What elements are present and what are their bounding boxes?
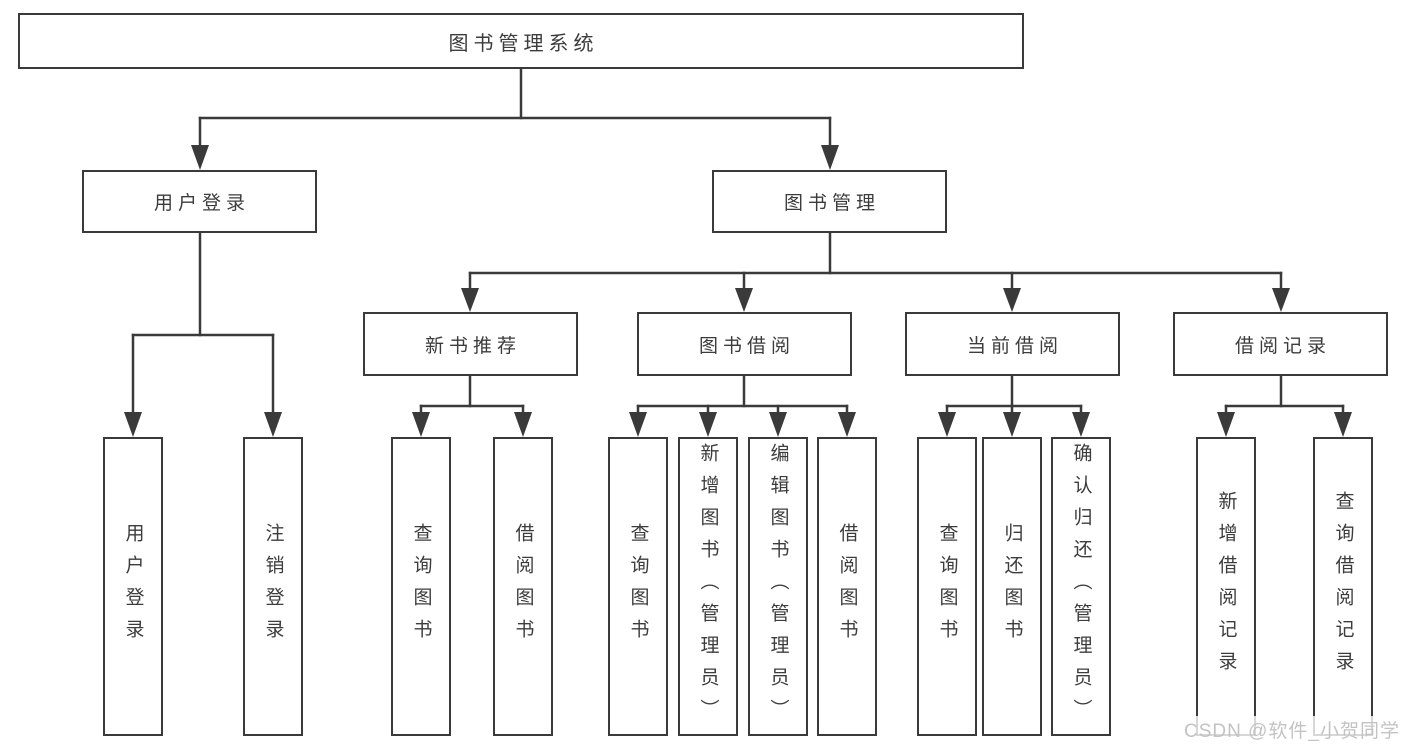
node-label: 查询借阅记录 bbox=[1332, 490, 1354, 683]
arrowhead bbox=[264, 412, 282, 437]
node-label: 归还图书 bbox=[1001, 522, 1023, 651]
arrowhead bbox=[412, 412, 430, 437]
node-query-books-3: 查询图书 bbox=[917, 437, 977, 736]
node-label: 查询图书 bbox=[410, 522, 432, 651]
arrowhead bbox=[1334, 412, 1352, 437]
node-book-borrowing: 图书借阅 bbox=[637, 312, 852, 376]
arrowhead bbox=[821, 145, 839, 170]
node-library-management-system: 图书管理系统 bbox=[18, 13, 1024, 69]
arrowhead bbox=[769, 412, 787, 437]
node-borrow-book-2: 借阅图书 bbox=[817, 437, 877, 736]
arrowheads bbox=[124, 145, 1352, 437]
node-book-management-group: 图书管理 bbox=[712, 170, 947, 233]
node-label: 借阅图书 bbox=[512, 522, 534, 651]
arrowhead bbox=[514, 412, 532, 437]
arrowhead bbox=[191, 145, 209, 170]
node-query-books-2: 查询图书 bbox=[608, 437, 668, 736]
arrowhead bbox=[461, 288, 479, 312]
node-add-book-admin: 新增图书（管理员） bbox=[678, 437, 738, 736]
arrowhead bbox=[735, 288, 753, 312]
node-label: 编辑图书（管理员） bbox=[767, 442, 789, 731]
node-query-books-1: 查询图书 bbox=[391, 437, 451, 736]
arrowhead bbox=[1272, 288, 1290, 312]
arrowhead bbox=[938, 412, 956, 437]
node-user-login-group: 用户登录 bbox=[82, 170, 317, 233]
arrowhead bbox=[1217, 412, 1235, 437]
node-current-borrowing: 当前借阅 bbox=[905, 312, 1120, 376]
node-label: 图书借阅 bbox=[698, 335, 795, 357]
arrowhead bbox=[124, 412, 142, 437]
arrowhead bbox=[1003, 412, 1021, 437]
node-label: 用户登录 bbox=[122, 522, 144, 651]
node-label: 注销登录 bbox=[262, 522, 284, 651]
arrowhead bbox=[629, 412, 647, 437]
arrowhead bbox=[1072, 412, 1090, 437]
node-user-login: 用户登录 bbox=[103, 437, 163, 736]
watermark: CSDN @软件_小贺同学 bbox=[1181, 716, 1403, 745]
node-logout: 注销登录 bbox=[243, 437, 303, 736]
node-label: 查询图书 bbox=[936, 522, 958, 651]
node-borrowing-records: 借阅记录 bbox=[1173, 312, 1388, 376]
node-label: 新书推荐 bbox=[424, 335, 521, 357]
node-label: 查询图书 bbox=[627, 522, 649, 651]
arrowhead bbox=[1003, 288, 1021, 312]
node-label: 用户登录 bbox=[153, 193, 250, 214]
node-label: 图书管理 bbox=[783, 193, 880, 214]
node-label: 新增借阅记录 bbox=[1215, 490, 1237, 683]
node-label: 图书管理系统 bbox=[448, 32, 599, 55]
node-label: 当前借阅 bbox=[966, 335, 1063, 357]
arrowhead bbox=[838, 412, 856, 437]
node-query-borrow-record: 查询借阅记录 bbox=[1313, 437, 1373, 736]
node-label: 借阅记录 bbox=[1234, 335, 1331, 357]
node-new-book-recommend: 新书推荐 bbox=[363, 312, 578, 376]
node-label: 新增图书（管理员） bbox=[697, 442, 719, 731]
node-label: 借阅图书 bbox=[836, 522, 858, 651]
node-confirm-return-admin: 确认归还（管理员） bbox=[1051, 437, 1111, 736]
node-edit-book-admin: 编辑图书（管理员） bbox=[748, 437, 808, 736]
arrowhead bbox=[699, 412, 717, 437]
node-label: 确认归还（管理员） bbox=[1070, 442, 1092, 731]
node-add-borrow-record: 新增借阅记录 bbox=[1196, 437, 1256, 736]
node-borrow-book-1: 借阅图书 bbox=[493, 437, 553, 736]
node-return-book: 归还图书 bbox=[982, 437, 1042, 736]
